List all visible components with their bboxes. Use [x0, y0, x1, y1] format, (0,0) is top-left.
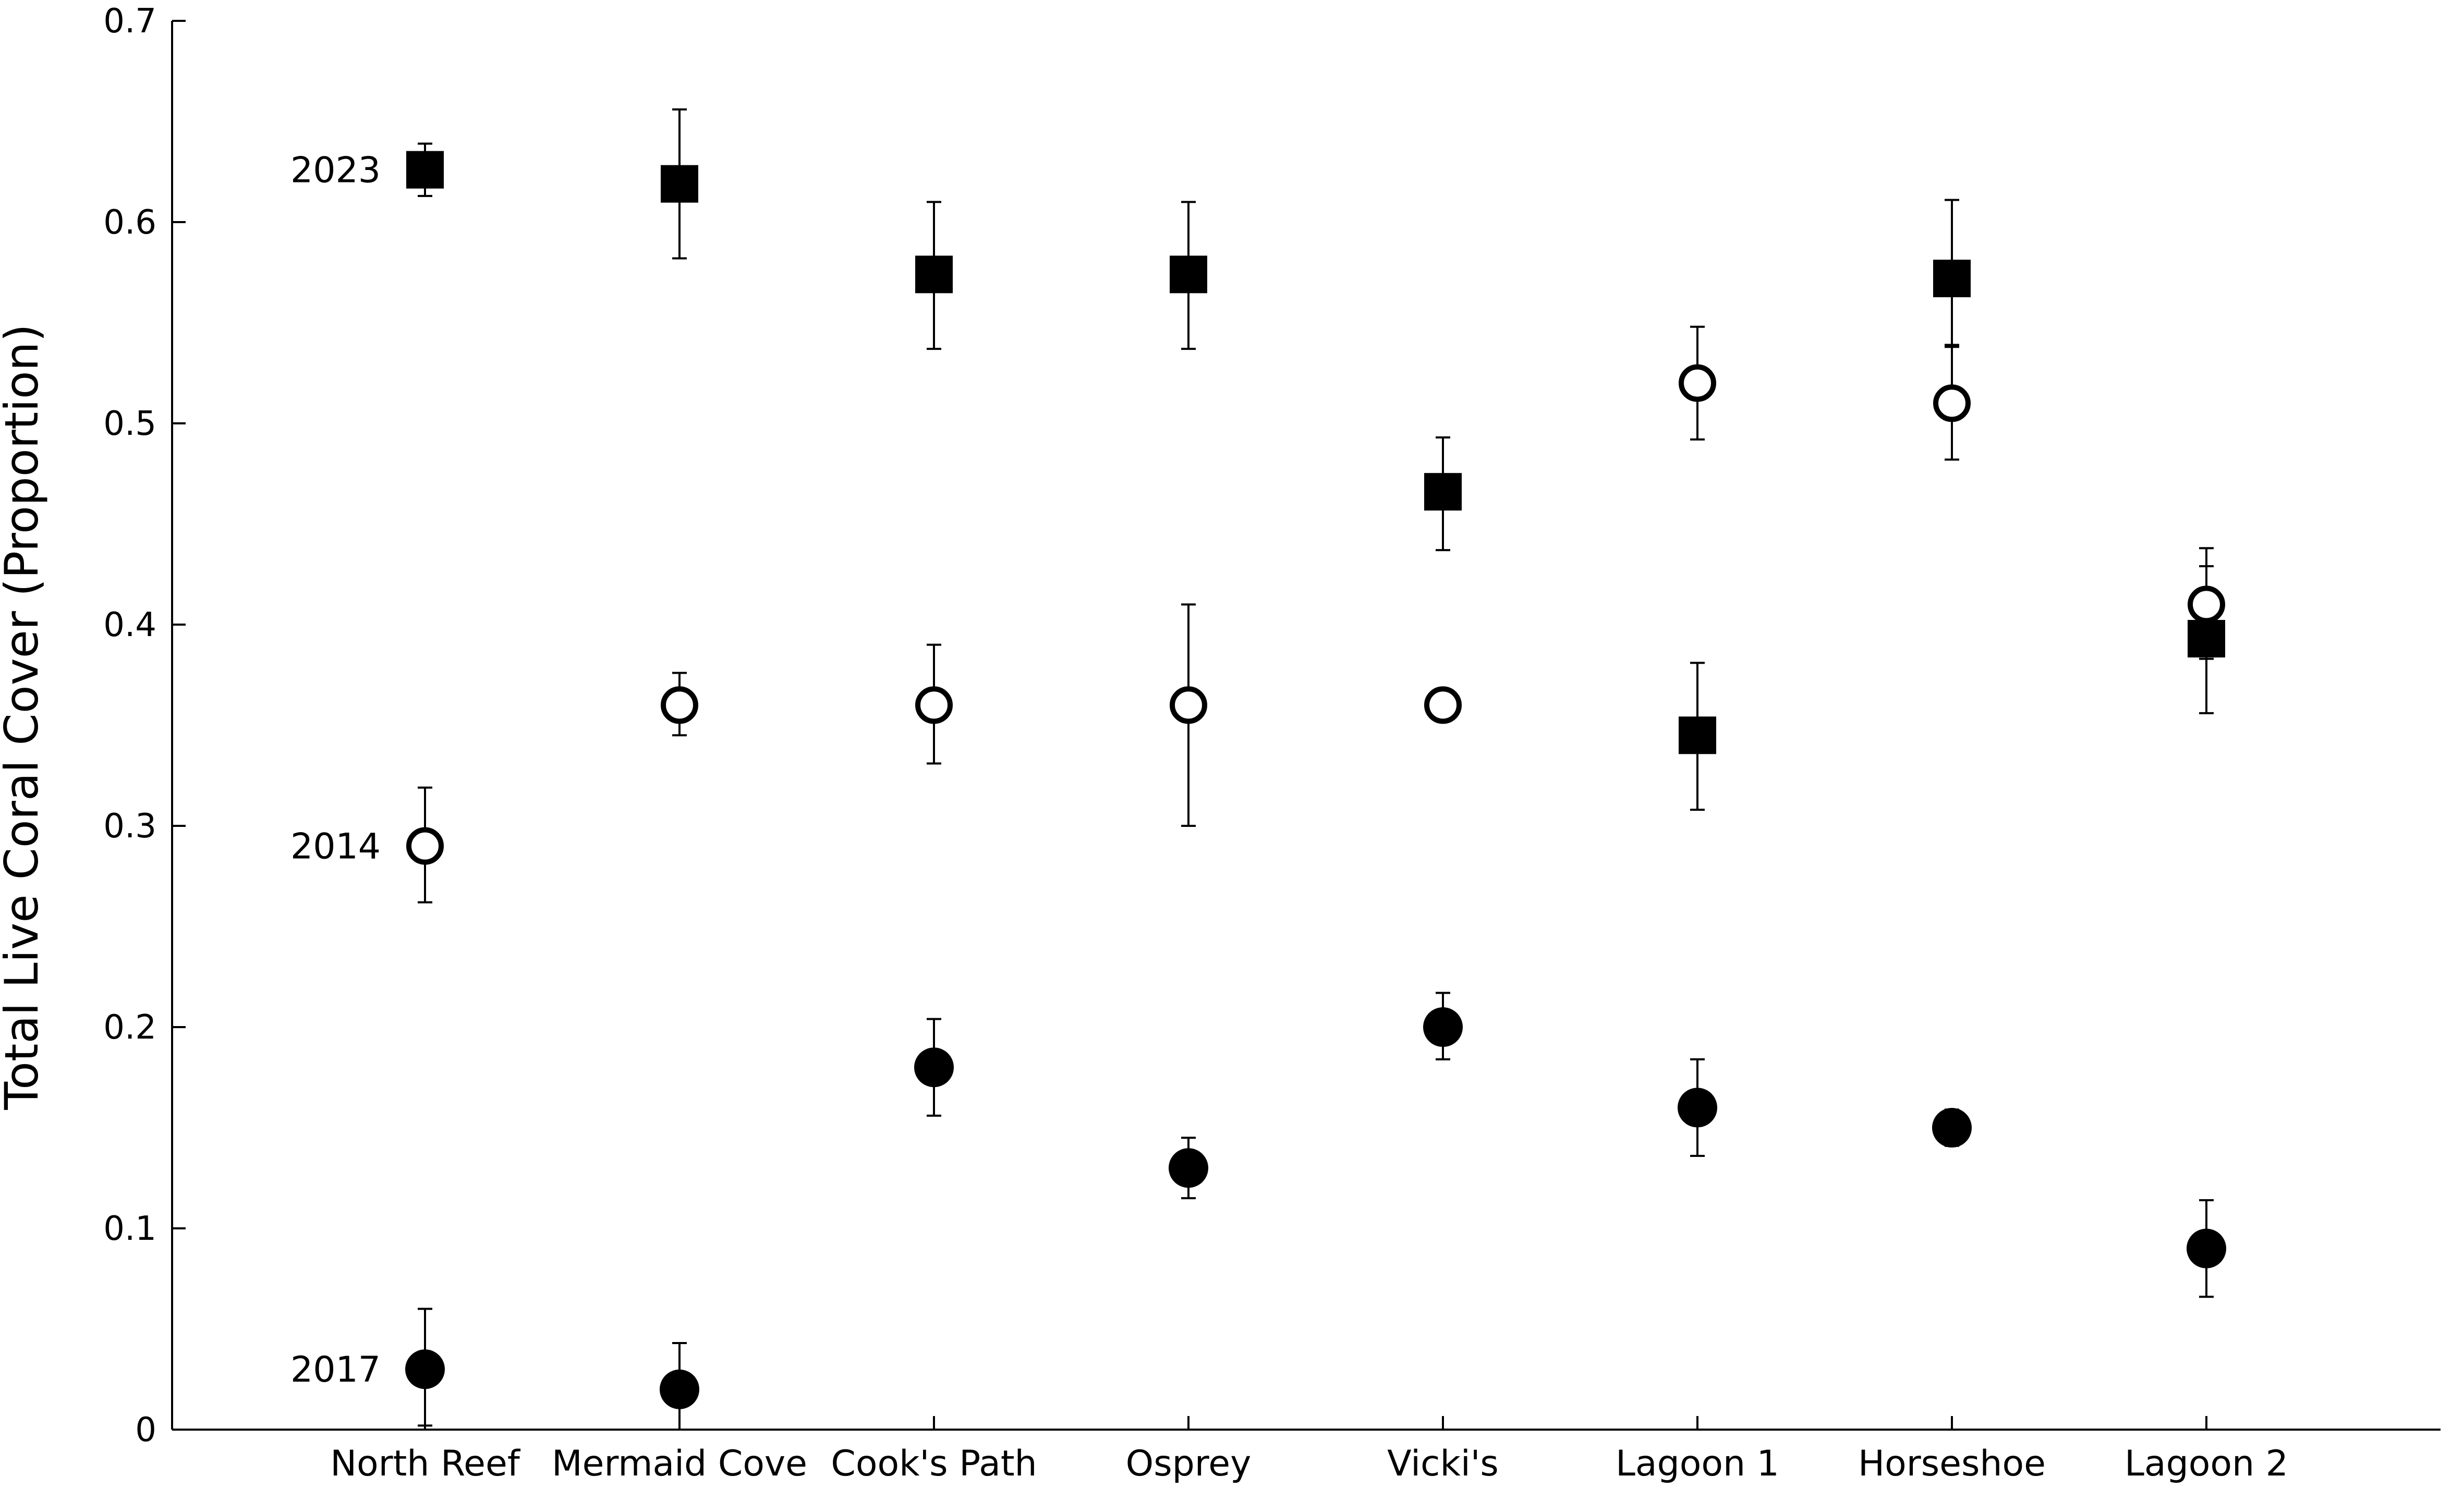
data-markers [405, 151, 2226, 1409]
series-annotations: 2023 2014 2017 [290, 150, 381, 1391]
data-point-2017 [660, 1369, 699, 1409]
data-point-2017 [1678, 1088, 1717, 1128]
axes [171, 21, 2441, 1431]
data-point-2014 [2188, 586, 2225, 624]
data-point-2017 [1169, 1148, 1208, 1188]
data-point-2023 [661, 165, 698, 203]
data-point-2023 [2188, 620, 2225, 658]
data-point-2017 [1932, 1108, 1972, 1148]
x-tick-label: Vicki's [1387, 1443, 1499, 1484]
error-bars [418, 108, 2214, 1431]
y-tick-label: 0.7 [103, 2, 156, 41]
data-point-2023 [406, 151, 444, 189]
y-tick-label: 0.6 [103, 203, 156, 242]
data-point-2023 [1933, 260, 1971, 298]
y-tick-label: 0.1 [103, 1210, 156, 1248]
data-point-2014 [406, 827, 444, 865]
y-axis-ticks: 0 0.1 0.2 0.3 0.4 0.5 0.6 0.7 [103, 2, 186, 1449]
y-tick-label: 0.4 [103, 606, 156, 644]
data-point-2017 [1423, 1007, 1463, 1047]
x-axis-ticks: North Reef Mermaid Cove Cook's Path Osprey V… [330, 1416, 2288, 1484]
data-point-2017 [914, 1047, 954, 1088]
x-tick-label: Lagoon 2 [2125, 1443, 2288, 1484]
y-tick-label: 0.2 [103, 1008, 156, 1047]
y-tick-label: 0.3 [103, 807, 156, 846]
data-point-2017 [405, 1349, 445, 1389]
x-tick-label: Cook's Path [831, 1443, 1037, 1484]
y-tick-label: 0.5 [103, 405, 156, 443]
data-point-2023 [1424, 473, 1462, 511]
data-point-2014 [1933, 384, 1971, 422]
data-point-2017 [2187, 1228, 2226, 1269]
data-point-2014 [915, 686, 953, 724]
data-point-2023 [1170, 255, 1207, 294]
data-point-2023 [915, 255, 953, 294]
data-point-2014 [1679, 364, 1716, 402]
data-point-2023 [1679, 716, 1716, 754]
data-point-2014 [1424, 686, 1462, 724]
x-tick-label: Horseshoe [1858, 1443, 2046, 1484]
x-tick-label: Mermaid Cove [552, 1443, 807, 1484]
x-tick-label: North Reef [330, 1443, 521, 1484]
x-tick-label: Lagoon 1 [1616, 1443, 1779, 1484]
y-axis-label: Total Live Coral Cover (Proportion) [0, 324, 48, 1110]
series-label-2014: 2014 [290, 826, 381, 868]
series-label-2017: 2017 [290, 1349, 381, 1391]
y-tick-label: 0 [135, 1411, 156, 1449]
x-tick-label: Osprey [1126, 1443, 1252, 1484]
data-point-2014 [1170, 686, 1207, 724]
data-point-2014 [661, 686, 698, 724]
series-label-2023: 2023 [290, 150, 381, 191]
